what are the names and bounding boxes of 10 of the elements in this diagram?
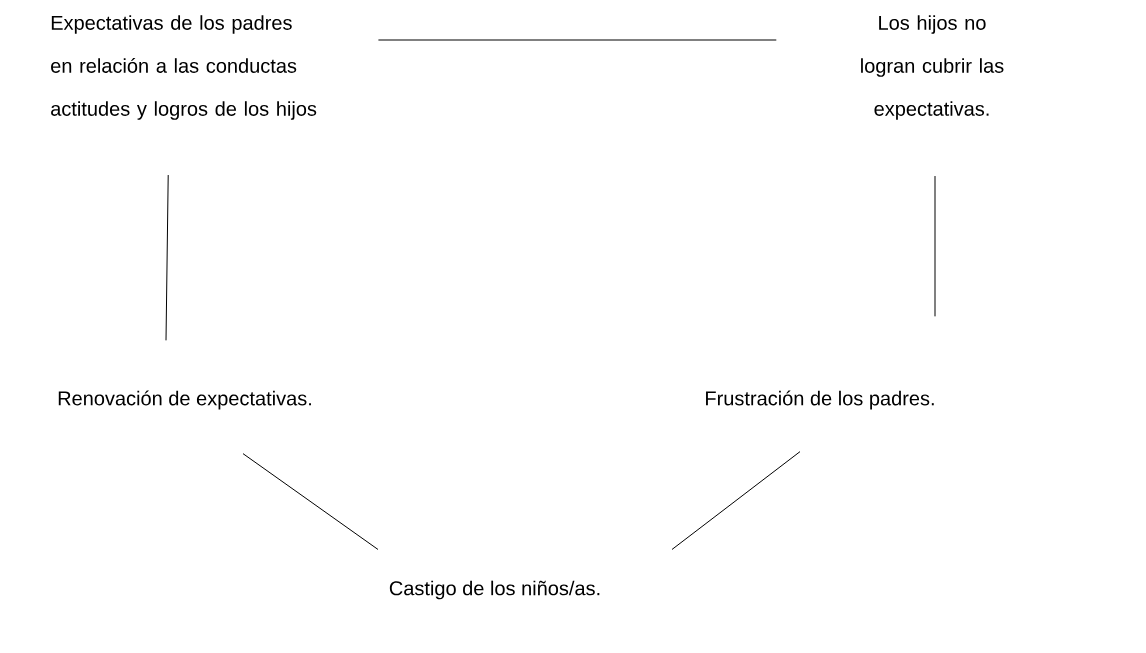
connector-line bbox=[242, 453, 379, 550]
connector-line bbox=[165, 174, 169, 341]
connector-line bbox=[671, 451, 801, 550]
text-label: Frustración de los padres. bbox=[706, 390, 934, 410]
text-label: Renovación de expectativas. bbox=[58, 390, 311, 410]
text-label: Los hijos no logran cubrir las expectativas. bbox=[861, 15, 1004, 120]
text-label: Castigo de los niños/as. bbox=[389, 580, 600, 600]
connector-line bbox=[377, 39, 777, 41]
text-label: Expectativas de los padres en relación a las conductas actitudes y logros de los hijos bbox=[51, 15, 317, 120]
connector-line bbox=[934, 175, 936, 317]
